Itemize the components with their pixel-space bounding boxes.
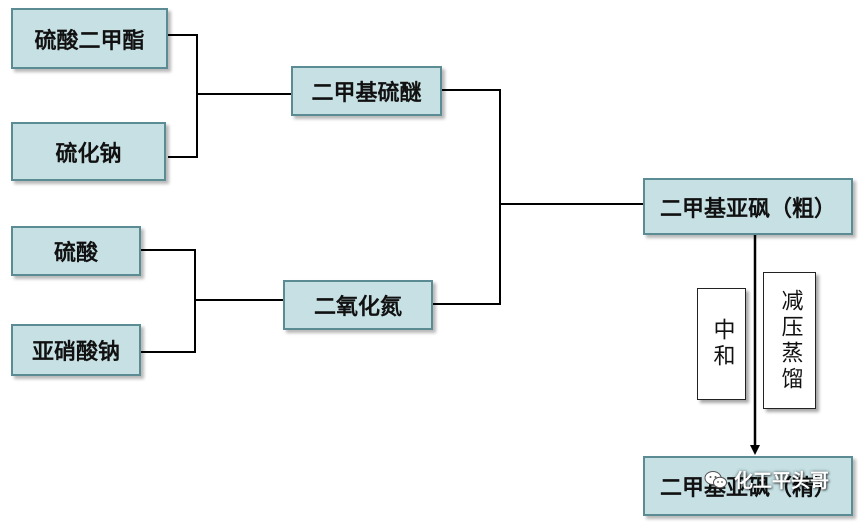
node-dmso-refined: 二甲基亚砜（精） [643, 456, 853, 516]
step-vacuum-distillation: 减压蒸馏 [763, 272, 816, 409]
node-dimethyl-sulfate: 硫酸二甲酯 [11, 8, 168, 69]
node-dimethyl-sulfide: 二甲基硫醚 [291, 66, 442, 116]
node-sodium-sulfide: 硫化钠 [11, 122, 166, 181]
node-dmso-crude: 二甲基亚砜（粗） [643, 178, 853, 235]
node-sulfuric-acid: 硫酸 [11, 226, 141, 276]
node-nitrogen-dioxide: 二氧化氮 [283, 280, 433, 330]
step-neutralization: 中和 [697, 288, 746, 400]
node-sodium-nitrite: 亚硝酸钠 [11, 324, 141, 376]
connector-intermediates [433, 89, 643, 305]
wechat-icon [704, 470, 727, 488]
connector-reactants-1 [168, 34, 291, 158]
watermark: 化工平头哥 [704, 466, 829, 493]
watermark-text: 化工平头哥 [734, 470, 830, 492]
connector-reactants-2 [141, 249, 283, 353]
